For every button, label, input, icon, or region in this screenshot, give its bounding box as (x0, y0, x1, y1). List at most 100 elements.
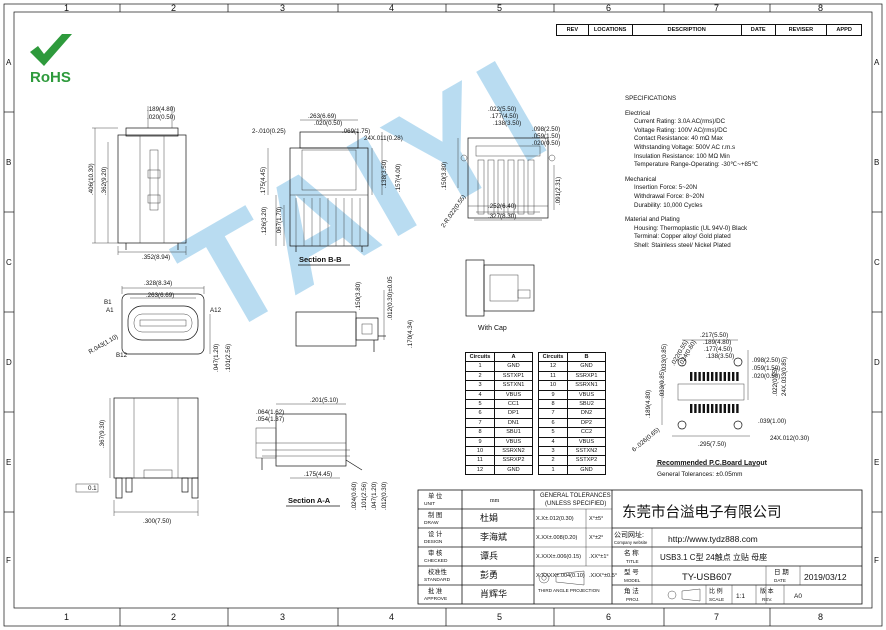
date-label-cn: 日 期 (774, 568, 789, 576)
tolerance-linear: X.XXX±.006(0.15) (536, 554, 581, 560)
dim-f4: .047(1.20) (213, 344, 220, 372)
pcb-tolerance-label: General Tolerances: ±0.05mm (657, 471, 742, 478)
tb-row-label-en: DRAW (424, 520, 439, 526)
circuit-signal: DN2 (567, 408, 606, 419)
circuit-signal: SSRXN2 (494, 446, 533, 457)
model-label-en: MODEL (624, 578, 641, 583)
circuit-signal: SSRXP1 (567, 370, 606, 382)
rev-label-en: REV. (762, 597, 772, 602)
dim-p1: .217(5.50) (700, 332, 728, 339)
circuit-number: 2 (538, 455, 568, 466)
grid-col-label: 7 (714, 612, 719, 622)
dim-t9: .252(6.40) (488, 203, 516, 210)
pcb-pad (727, 404, 731, 413)
circuit-signal: GND (494, 361, 533, 372)
circuit-signal: GND (567, 464, 606, 476)
dim-f2: .263(6.69) (146, 292, 174, 299)
circuit-number: 8 (465, 427, 495, 438)
grid-col-label: 2 (171, 3, 176, 13)
tb-row-value: 杜娟 (480, 512, 498, 523)
section-bb-drawing (267, 119, 383, 266)
dim-t6: .020(0.50) (532, 140, 560, 147)
dim-t8: 2-R.022(0.55) (440, 194, 468, 229)
front-view-opening (121, 286, 211, 355)
pcb-pad (736, 372, 739, 381)
rev-header-rev: REV (557, 25, 589, 35)
circuit-number: 1 (465, 361, 495, 372)
section-aa-label: Section A-A (288, 496, 331, 505)
dim-bb8: .157(4.00) (395, 164, 402, 192)
title-block (417, 489, 863, 605)
dim-bb1: .263(6.69) (308, 113, 336, 120)
bottom-view (75, 397, 199, 516)
pcb-layout-drawing (656, 339, 760, 467)
circuit-number: 6 (538, 417, 568, 429)
circuit-header: Circuits (465, 351, 495, 363)
circuit-number: 11 (465, 455, 495, 466)
rev-header-locations: LOCATIONS (589, 25, 633, 35)
circuit-signal: SBU2 (567, 399, 606, 410)
projection-label: THIRD ANGLE PROJECTION (538, 588, 600, 593)
pcb-pad (711, 404, 714, 413)
circuit-signal: SSTXP1 (494, 370, 533, 382)
dim-bb9: .126(3.20) (261, 207, 268, 235)
grid-col-label: 4 (389, 612, 394, 622)
grid-row-label: D (874, 358, 880, 367)
title-label-en: TITLE (626, 559, 639, 564)
circuit-signal: DN1 (494, 417, 533, 429)
dim-h2: .362(9.20) (101, 167, 108, 195)
grid-row-label: E (6, 458, 11, 467)
dim-bb10: .067(1.70) (276, 207, 283, 235)
grid-col-label: 5 (497, 612, 502, 622)
pin-a1: A1 (106, 307, 114, 314)
pcb-pad (694, 404, 697, 413)
circuit-number: 6 (465, 408, 495, 419)
circuit-number: 11 (538, 370, 568, 382)
model-label-cn: 型 号 (624, 567, 639, 576)
grid-col-label: 6 (606, 3, 611, 13)
spec-item: Shell: Stainless steel/ Nickel Plated (634, 241, 731, 249)
tolerance-linear: X.X±.012(0.30) (536, 516, 574, 522)
circuit-number: 9 (538, 389, 568, 401)
circuit-signal: VBUS (567, 389, 606, 401)
pcb-pad (711, 372, 714, 381)
pcb-pad (706, 372, 710, 381)
circuit-signal: SSTXN1 (494, 380, 533, 391)
grid-row-label: C (6, 258, 12, 267)
circuit-signal: VBUS (567, 436, 606, 448)
outer-frame (3, 3, 883, 627)
side-view-small (295, 290, 386, 352)
section-bb-label: Section B-B (299, 255, 342, 264)
grid-row-label: B (874, 158, 879, 167)
dim-aa1: .201(5.10) (310, 397, 338, 404)
spec-item: Housing: Thermoplastic (UL 94V-0) Black (634, 224, 748, 232)
rev-header-date: DATE (742, 25, 776, 35)
pcb-pad (702, 372, 705, 381)
tb-row-label-cn: 设 计 (428, 529, 443, 538)
circuit-signal: CC2 (567, 427, 606, 438)
dim-top-b: .020(0.50) (147, 114, 175, 121)
dim-w1: .352(8.94) (142, 254, 170, 261)
dim-bb5: 24X.011(0.28) (364, 135, 403, 142)
dim-p3: .177(4.50) (704, 346, 732, 353)
dim-p2: .189(4.80) (703, 339, 731, 346)
dim-aa3: .054(1.37) (256, 416, 284, 423)
tb-row-value: 彭勇 (480, 569, 498, 580)
dim-top-a: .189(4.80) (147, 106, 175, 113)
tolerance-angular: X°±5° (589, 516, 603, 522)
specifications: SPECIFICATIONS Electrical Current Rating… (625, 95, 855, 251)
grid-row-label: F (874, 556, 879, 565)
dim-s1: .150(3.80) (355, 282, 362, 310)
pcb-outline (677, 383, 745, 401)
circuit-number: 8 (538, 399, 568, 410)
